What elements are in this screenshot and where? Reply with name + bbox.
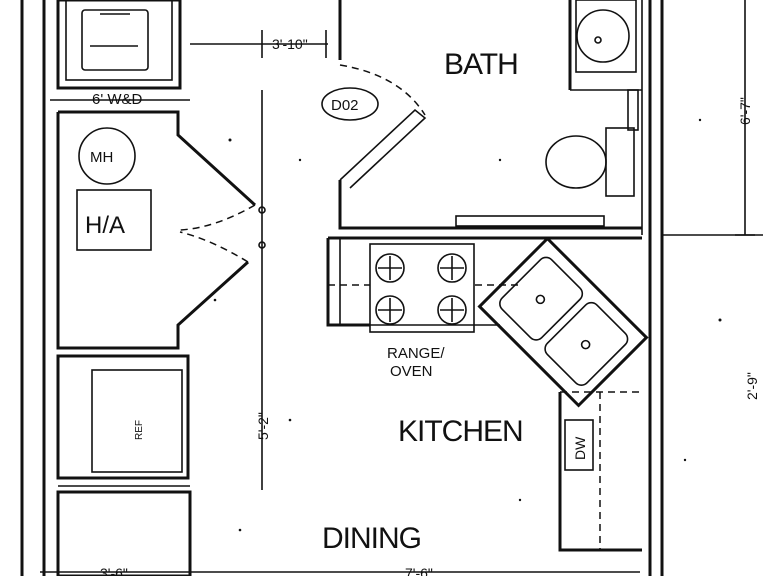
bath-door-dimension: 3'-10" xyxy=(272,36,308,52)
washer-dryer-closet xyxy=(56,0,182,90)
bath-door-dimension-line xyxy=(190,30,328,58)
left-exterior-wall xyxy=(20,0,46,576)
pantry-closet xyxy=(56,354,190,487)
bath-walls xyxy=(338,0,642,230)
range-label: RANGE/ xyxy=(387,345,445,362)
grab-bar xyxy=(627,89,639,131)
toilet-tank xyxy=(605,127,635,197)
dining-lower-cabinet xyxy=(56,490,192,576)
oven-label: OVEN xyxy=(390,363,433,380)
lower-right-dimension: 2'-9" xyxy=(744,372,760,400)
door-tag-label: D02 xyxy=(331,97,359,114)
right-wall-dimension: 6'-7" xyxy=(737,97,753,125)
hvac-box xyxy=(76,189,152,251)
bottom-left-dimension: 3'-6" xyxy=(100,565,128,576)
tub-edge xyxy=(455,215,605,227)
bath-label: BATH xyxy=(444,48,518,81)
kitchen-sink xyxy=(477,236,649,408)
closet-double-door xyxy=(179,204,266,263)
mechanical-closet xyxy=(50,99,257,350)
dishwasher-counter xyxy=(558,391,642,552)
hvac-label: H/A xyxy=(85,212,125,239)
lavatory-sink xyxy=(576,9,630,63)
hall-depth-dimension: 5'-2" xyxy=(255,412,271,440)
bath-door xyxy=(339,64,427,189)
right-exterior-wall xyxy=(641,0,763,576)
lavatory-drain xyxy=(594,36,602,44)
dining-label: DINING xyxy=(322,522,421,555)
bottom-right-dimension: 7'-6" xyxy=(405,565,433,576)
kitchen-counters xyxy=(326,236,642,327)
water-heater-circle xyxy=(78,127,136,185)
dishwasher-label: DW xyxy=(572,436,588,460)
water-heater-label: MH xyxy=(90,149,113,166)
lavatory-counter xyxy=(575,0,637,73)
kitchen-label: KITCHEN xyxy=(398,415,523,448)
door-tag-oval xyxy=(321,87,379,121)
scan-specks xyxy=(213,118,722,532)
toilet-bowl xyxy=(545,135,607,189)
range-cooktop xyxy=(369,243,475,333)
closet-tag: REF xyxy=(134,420,145,440)
